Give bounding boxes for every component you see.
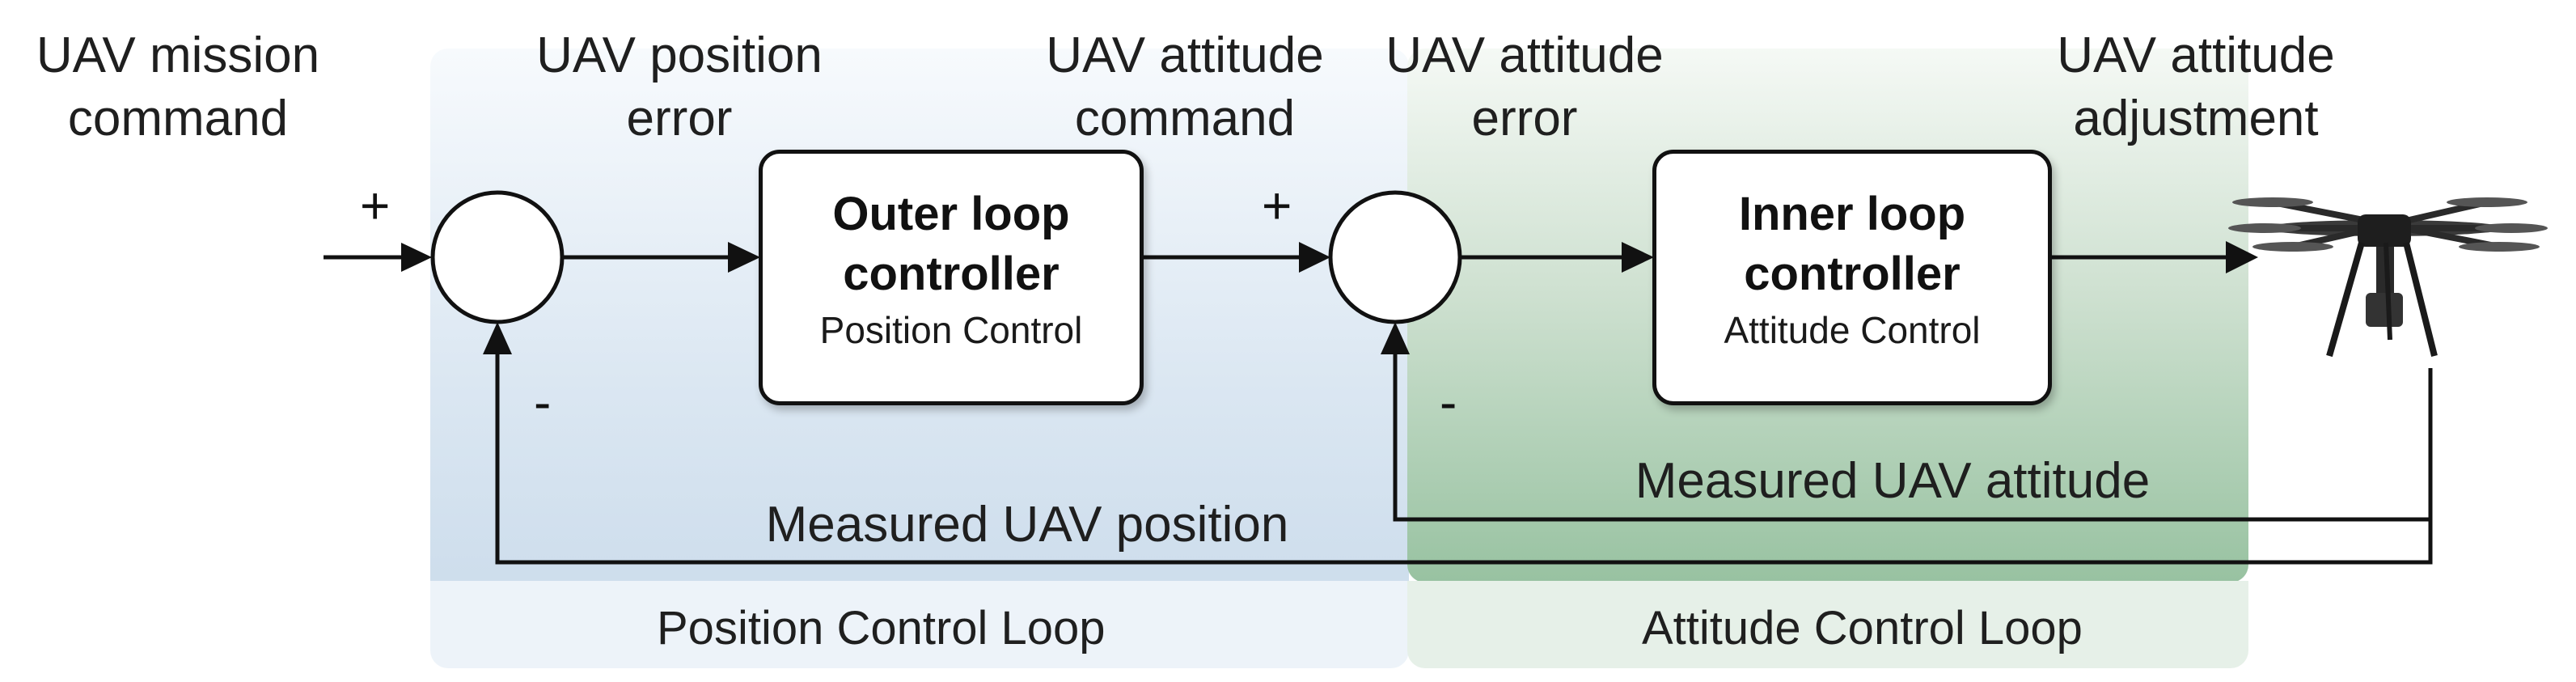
attitude-feedback-arrowhead: [1381, 322, 1410, 354]
attitude-command-arrowhead: [1299, 242, 1330, 273]
plus-sign-position: +: [360, 176, 391, 235]
inner-block-caption: Attitude Control: [1724, 309, 1981, 351]
position-error-arrowhead: [728, 242, 760, 273]
inner-loop-controller: Inner loop controller Attitude Control: [1652, 150, 2052, 405]
attitude-command-label: UAV attitude command: [1046, 28, 1324, 146]
attitude-adjustment-arrowhead: [2226, 241, 2258, 273]
outer-block-caption: Position Control: [819, 309, 1083, 351]
input-arrowhead: [401, 243, 432, 272]
inner-block-title: Inner loop: [1738, 188, 1966, 240]
position-loop-label: Position Control Loop: [657, 602, 1106, 654]
position-feedback-line: [495, 340, 2433, 565]
summing-junction-attitude: [1328, 190, 1462, 324]
attitude-adjustment-label: UAV attitude adjustment: [2057, 28, 2335, 146]
minus-sign-position: -: [534, 373, 552, 431]
position-feedback-arrowhead: [483, 322, 512, 354]
attitude-loop-label: Attitude Control Loop: [1642, 602, 2083, 654]
summing-junction-position: [430, 190, 565, 324]
mission-command-label: UAV mission command: [36, 28, 320, 146]
measured-attitude-label: Measured UAV attitude: [1635, 453, 2151, 509]
outer-loop-controller: Outer loop controller Position Control: [759, 150, 1144, 405]
outer-block-subtitle: controller: [843, 248, 1060, 300]
position-loop-footer: [430, 581, 1409, 668]
measured-position-label: Measured UAV position: [765, 497, 1289, 553]
outer-block-title: Outer loop: [832, 188, 1070, 240]
drone-icon: [2228, 197, 2548, 358]
attitude-error-label: UAV attitude error: [1385, 28, 1664, 146]
attitude-feedback-line: [1393, 340, 2433, 522]
position-error-label: UAV position error: [536, 28, 823, 146]
plus-sign-attitude: +: [1262, 176, 1292, 235]
attitude-loop-footer: [1407, 581, 2248, 668]
inner-block-subtitle: controller: [1744, 248, 1961, 300]
attitude-error-arrowhead: [1622, 242, 1654, 273]
minus-sign-attitude: -: [1440, 373, 1457, 431]
